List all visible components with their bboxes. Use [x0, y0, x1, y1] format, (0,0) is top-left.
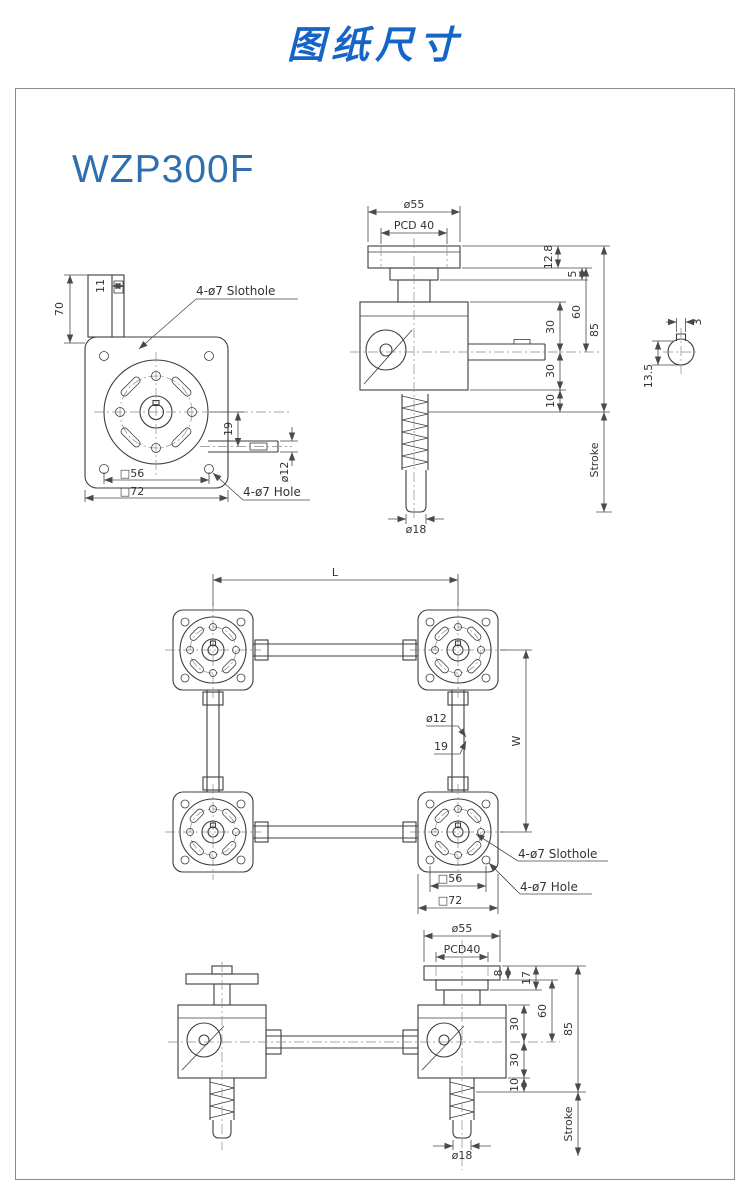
dim-front-11: 11: [94, 279, 107, 293]
dim-side-85: 85: [588, 323, 601, 337]
dim-front-sq56: □56: [120, 467, 144, 480]
front-view: 11 70 4-ø7 Slothole 19 ø12 □56 □72 4-ø7 …: [53, 274, 310, 502]
dim-front-19: 19: [222, 422, 235, 436]
dim-side-10: 10: [544, 394, 557, 408]
label-plan-slothole: 4-ø7 Slothole: [518, 847, 597, 861]
dim-detail-13-5: 13.5: [642, 364, 655, 389]
dim-elev-85: 85: [562, 1022, 575, 1036]
plan-view-dimensions: L W ø12 19 4-ø7 Slothole □56 4-ø7 Hole □…: [212, 566, 608, 914]
dim-front-d12: ø12: [278, 462, 291, 483]
dim-elev-30-lower: 30: [508, 1053, 521, 1067]
dim-side-5: 5: [566, 271, 579, 278]
input-shaft: [200, 440, 292, 453]
dim-elev-8: 8: [492, 970, 505, 977]
dim-plan-sq72: □72: [438, 894, 462, 907]
model-number: WZP300F: [72, 148, 255, 191]
label-front-slothole: 4-ø7 Slothole: [196, 284, 275, 298]
dim-side-d18: ø18: [406, 523, 427, 536]
dim-elev-17: 17: [520, 971, 533, 985]
page-title: 图纸尺寸: [286, 25, 463, 67]
shaft-section-detail: 3 13.5: [642, 318, 704, 388]
flange-plate: [84, 336, 292, 489]
dim-elev-30-upper: 30: [508, 1017, 521, 1031]
dim-plan-W: W: [510, 735, 523, 746]
coupling-shaft: [265, 1029, 419, 1055]
dim-elev-10: 10: [508, 1078, 521, 1092]
dim-elev-pcd40: PCD40: [444, 943, 481, 956]
elevation-view: ø55 PCD40 8 17 30 60 30 10 85 Stroke ø18: [168, 922, 586, 1170]
dim-plan-d12: ø12: [426, 712, 447, 725]
plan-view: L W ø12 19 4-ø7 Slothole □56 4-ø7 Hole □…: [164, 566, 608, 914]
dim-plan-L: L: [332, 566, 339, 579]
dim-side-pcd40: PCD 40: [394, 219, 434, 232]
side-view: ø55 PCD 40 12.8 5 30 60 30 10 85 Stroke …: [350, 198, 612, 536]
dim-front-sq72: □72: [120, 485, 144, 498]
dim-plan-sq56: □56: [438, 872, 462, 885]
dim-elev-60: 60: [536, 1004, 549, 1018]
side-view-dimensions: ø55 PCD 40 12.8 5 30 60 30 10 85 Stroke …: [367, 198, 612, 536]
dim-elev-d18: ø18: [452, 1149, 473, 1162]
lift-screw: [401, 394, 429, 513]
dim-side-d55: ø55: [404, 198, 425, 211]
dim-side-30-upper: 30: [544, 320, 557, 334]
label-front-hole: 4-ø7 Hole: [243, 485, 301, 499]
front-view-dimensions: 11 70 4-ø7 Slothole 19 ø12 □56 □72 4-ø7 …: [53, 274, 310, 502]
drawing-frame: [15, 88, 735, 1180]
dim-side-60: 60: [570, 305, 583, 319]
label-plan-hole: 4-ø7 Hole: [520, 880, 578, 894]
worm-shaft: [468, 339, 546, 361]
elevation-dimensions: ø55 PCD40 8 17 30 60 30 10 85 Stroke ø18: [423, 922, 586, 1162]
label-elev-stroke: Stroke: [562, 1106, 575, 1141]
dim-plan-19: 19: [434, 740, 448, 753]
dim-front-70: 70: [53, 302, 66, 316]
dim-detail-3: 3: [691, 319, 704, 326]
connecting-shafts: [202, 639, 469, 843]
dim-elev-d55: ø55: [452, 922, 473, 935]
dim-side-12-8: 12.8: [542, 245, 555, 270]
dim-side-30-lower: 30: [544, 364, 557, 378]
label-side-stroke: Stroke: [588, 442, 601, 477]
